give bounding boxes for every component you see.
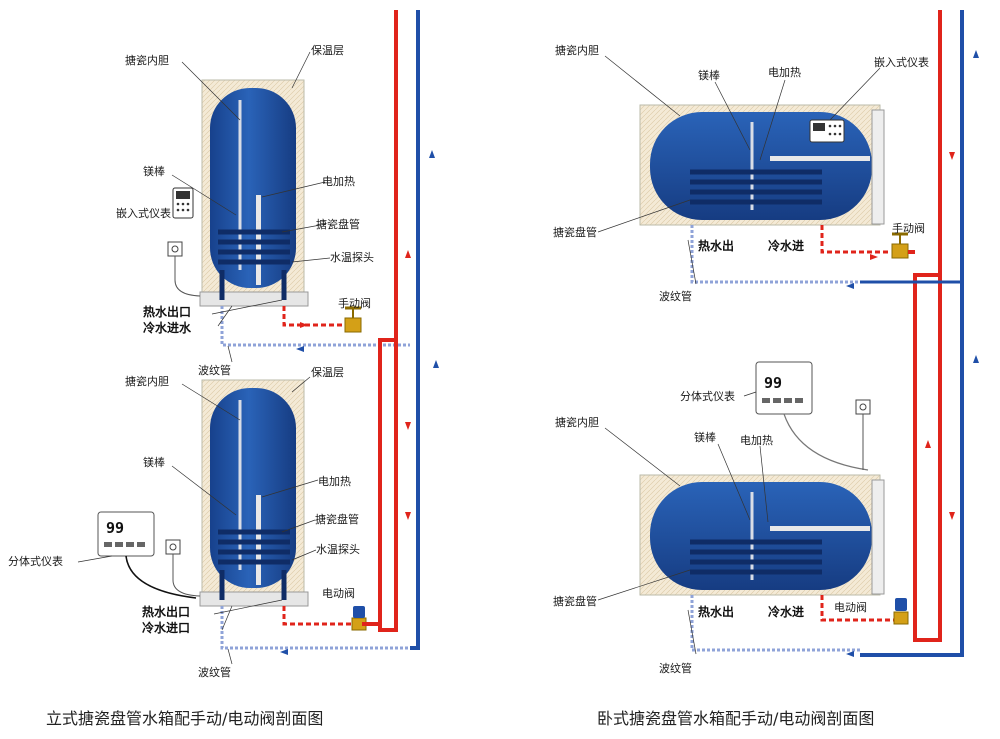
- enamel-inner-tank: [210, 88, 296, 288]
- label-bellows: 波纹管: [659, 661, 692, 675]
- label-electric-heater: 电加热: [322, 175, 355, 188]
- enamel-coil: [690, 169, 822, 205]
- label-cold-inlet: 冷水进口: [142, 620, 190, 635]
- tank-base: [199, 591, 309, 607]
- right-bottom-diagram: 99 分体式仪表 搪瓷内胆 镁棒 电加热 搪: [553, 361, 909, 675]
- label-hot-out: 热水出: [698, 604, 734, 619]
- label-inner-tank: 搪瓷内胆: [125, 53, 169, 67]
- right-risers: [846, 10, 979, 657]
- label-electric-heater: 电加热: [768, 66, 801, 79]
- hot-outlet-pipe: [820, 225, 890, 254]
- label-embedded-meter: 嵌入式仪表: [116, 206, 171, 220]
- power-socket-icon: [165, 539, 201, 597]
- label-electric-heater: 电加热: [740, 434, 773, 447]
- right-top-diagram: 搪瓷内胆 镁棒 电加热 嵌入式仪表 搪瓷盘管 热水出 冷水进 手动阀 波纹管: [553, 43, 929, 303]
- split-meter-icon: 99: [97, 511, 197, 599]
- label-hot-out: 热水出: [698, 238, 734, 253]
- label-anode-rod: 镁棒: [143, 455, 165, 469]
- label-split-meter: 分体式仪表: [8, 554, 63, 568]
- left-top-diagram: 搪瓷内胆 保温层 镁棒 电加热 嵌入式仪表 搪瓷盘管 水温探头 手动阀 热水出口…: [116, 43, 410, 377]
- enamel-coil: [218, 529, 290, 600]
- label-bellows: 波纹管: [198, 363, 231, 377]
- label-inner-tank: 搪瓷内胆: [125, 374, 169, 388]
- label-cold-in: 冷水进: [768, 238, 804, 253]
- label-electric-valve: 电动阀: [322, 586, 355, 600]
- split-meter-icon: 99: [755, 361, 869, 471]
- label-anode-rod: 镁棒: [694, 430, 716, 444]
- electric-heater: [770, 526, 870, 531]
- electric-heater: [770, 156, 870, 161]
- label-inner-tank: 搪瓷内胆: [555, 43, 599, 57]
- label-temp-probe: 水温探头: [330, 251, 374, 264]
- hot-outlet-pipe: [820, 595, 896, 622]
- embedded-meter-icon: [809, 119, 845, 143]
- caption-right: 卧式搪瓷盘管水箱配手动/电动阀剖面图: [597, 709, 874, 728]
- caption-left: 立式搪瓷盘管水箱配手动/电动阀剖面图: [46, 709, 323, 728]
- tank-endcap: [871, 109, 885, 225]
- manual-valve-icon: [344, 306, 362, 333]
- label-coil: 搪瓷盘管: [316, 217, 360, 231]
- label-electric-valve: 电动阀: [834, 600, 867, 614]
- label-coil: 搪瓷盘管: [553, 225, 597, 239]
- enamel-coil: [690, 539, 822, 575]
- enamel-inner-tank: [210, 388, 296, 588]
- hot-outlet-pipe: [282, 606, 362, 626]
- electric-valve-icon: [893, 598, 909, 625]
- label-split-meter: 分体式仪表: [680, 389, 735, 403]
- label-electric-heater: 电加热: [318, 475, 351, 488]
- power-socket-icon: [855, 399, 871, 470]
- label-cold-in: 冷水进: [768, 604, 804, 619]
- label-insulation: 保温层: [311, 365, 344, 379]
- meter-display-value: 99: [764, 374, 782, 392]
- left-risers: [280, 10, 439, 655]
- label-insulation: 保温层: [311, 43, 344, 57]
- label-coil: 搪瓷盘管: [553, 594, 597, 608]
- bellows-hose: [690, 225, 860, 284]
- label-hot-outlet: 热水出口: [143, 304, 191, 319]
- label-manual-valve: 手动阀: [338, 296, 371, 310]
- power-socket-icon: [167, 241, 201, 297]
- tank-base: [199, 291, 309, 307]
- label-anode-rod: 镁棒: [698, 68, 720, 82]
- electric-valve-icon: [351, 606, 367, 631]
- hot-outlet-pipe: [282, 306, 350, 327]
- label-bellows: 波纹管: [659, 289, 692, 303]
- bellows-hose: [220, 306, 410, 347]
- label-manual-valve: 手动阀: [892, 221, 925, 235]
- label-cold-inlet: 冷水进水: [143, 320, 192, 335]
- label-coil: 搪瓷盘管: [315, 512, 359, 526]
- label-embedded-meter: 嵌入式仪表: [874, 55, 929, 69]
- bellows-hose: [220, 606, 410, 650]
- label-hot-outlet: 热水出口: [142, 604, 190, 619]
- manual-valve-icon: [891, 232, 909, 259]
- label-anode-rod: 镁棒: [143, 164, 165, 178]
- label-inner-tank: 搪瓷内胆: [555, 415, 599, 429]
- label-bellows: 波纹管: [198, 665, 231, 679]
- meter-display-value: 99: [106, 519, 124, 537]
- left-bottom-diagram: 99 搪瓷内胆 保温层 镁棒 电加热 搪瓷盘管 分体式仪表 水温探头 电动阀: [8, 365, 410, 679]
- embedded-meter-icon: [172, 187, 194, 219]
- tank-endcap: [871, 479, 885, 595]
- enamel-coil: [218, 229, 290, 300]
- bellows-hose: [690, 595, 860, 652]
- label-temp-probe: 水温探头: [316, 543, 360, 556]
